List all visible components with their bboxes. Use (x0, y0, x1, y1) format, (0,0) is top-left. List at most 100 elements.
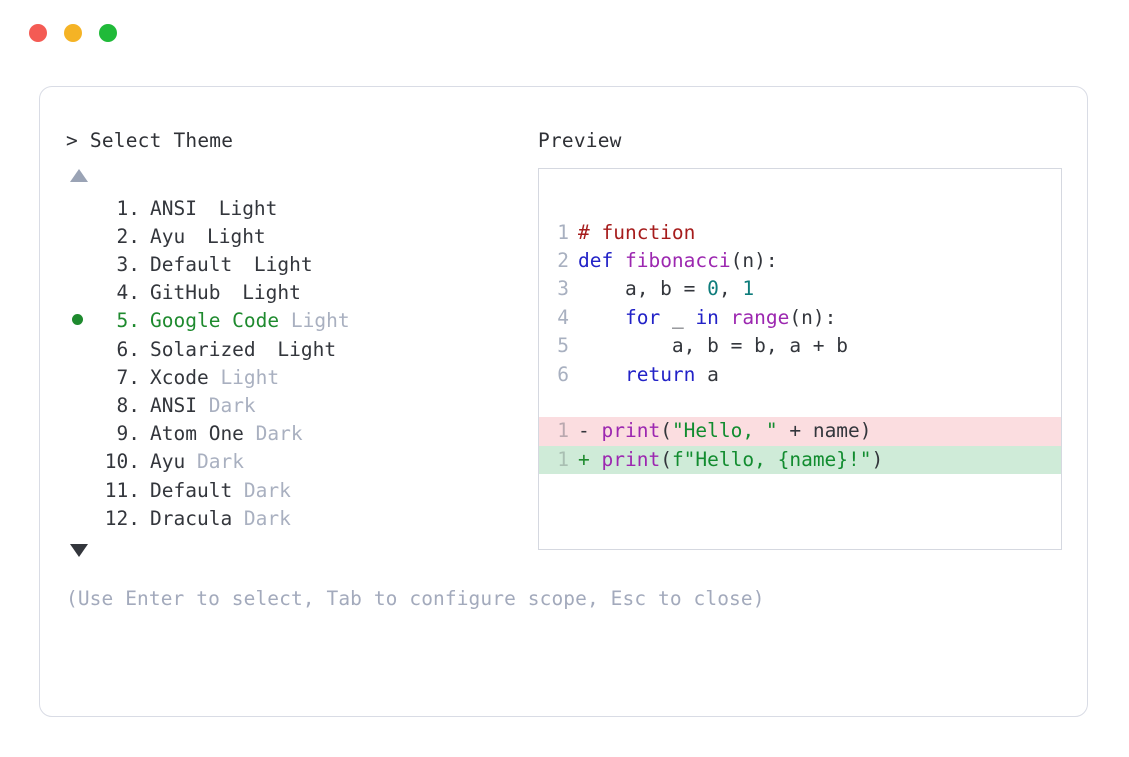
theme-item-variant: Light (265, 337, 337, 361)
theme-item-name: Default (150, 252, 233, 276)
theme-item-index: 4. (116, 281, 140, 305)
code-line-text: def fibonacci(n): (578, 247, 778, 275)
theme-item-index: 8. (116, 393, 140, 417)
code-token-keyword: in (695, 305, 719, 329)
code-token-keyword: for (624, 305, 661, 329)
theme-item-variant: Dark (243, 422, 303, 446)
theme-item-index: 1. (116, 196, 140, 220)
theme-item-index: 6. (116, 337, 140, 361)
line-number: 5 (557, 334, 569, 358)
theme-item-variant: Light (195, 224, 266, 248)
theme-item-index: 3. (116, 252, 140, 276)
code-token-builtin: print (601, 447, 661, 471)
theme-item-variant: Light (206, 196, 278, 220)
code-token-keyword: def (578, 248, 625, 272)
theme-item-name: Ayu (150, 450, 186, 474)
window-titlebar (0, 0, 1129, 66)
theme-item-name: GitHub (150, 281, 221, 305)
code-token-number: 0 (707, 277, 719, 301)
code-line: 3 a, b = 0, 1 (539, 275, 1061, 303)
line-number: 2 (557, 248, 569, 272)
code-token-plain (578, 363, 625, 386)
theme-list-item[interactable]: 6. Solarized Light (66, 336, 536, 364)
theme-item-index: 9. (116, 422, 140, 446)
code-token-plain: a (695, 362, 719, 386)
theme-list-item[interactable]: 11.Default Dark (66, 477, 536, 505)
code-token-plain: ( (660, 447, 672, 471)
code-token-plain: , (718, 277, 743, 301)
code-token-plain: _ (660, 305, 696, 329)
theme-item-index: 5. (116, 309, 140, 333)
code-token-plain: + name) (777, 419, 872, 443)
code-token-func: fibonacci (624, 248, 731, 272)
theme-item-name: Solarized (150, 337, 256, 361)
theme-list-item[interactable]: 1.ANSI Light (66, 195, 536, 223)
code-line-text: return a (578, 361, 719, 389)
theme-item-name: Google Code (150, 309, 280, 333)
code-line-text: - print("Hello, " + name) (578, 417, 872, 445)
triangle-up-icon[interactable] (70, 168, 88, 182)
theme-item-variant: Dark (232, 506, 291, 530)
code-line-text: # function (578, 219, 695, 247)
code-token-string: "Hello, " (671, 419, 778, 443)
keyboard-hint: (Use Enter to select, Tab to configure s… (66, 586, 765, 610)
theme-item-name: Dracula (150, 506, 233, 530)
minimize-button-icon[interactable] (64, 24, 82, 42)
line-number: 3 (557, 277, 569, 301)
line-number: 6 (557, 362, 569, 386)
theme-list-item[interactable]: 2. Ayu Light (66, 223, 536, 251)
code-token-marker-add: + (578, 447, 602, 471)
theme-item-index: 10. (104, 450, 140, 474)
theme-item-variant: Dark (196, 393, 256, 417)
code-token-plain (719, 306, 731, 329)
theme-item-variant: Dark (185, 450, 244, 474)
theme-item-name: Ayu (150, 224, 186, 248)
theme-list-item[interactable]: 7.Xcode Light (66, 364, 536, 392)
theme-list-item[interactable]: 9.Atom One Dark (66, 420, 536, 448)
theme-item-index: 11. (104, 478, 140, 502)
triangle-down-icon[interactable] (70, 543, 88, 557)
close-button-icon[interactable] (29, 24, 47, 42)
code-token-marker-del: - (578, 419, 602, 443)
theme-list-item[interactable]: 5.Google Code Light (66, 307, 536, 335)
prompt-label: > Select Theme (66, 129, 234, 152)
line-number: 1 (557, 419, 569, 443)
theme-item-name: ANSI (150, 393, 197, 417)
code-line-text: for _ in range(n): (578, 304, 836, 332)
code-line-text: a, b = b, a + b (578, 332, 848, 360)
theme-item-index: 2. (116, 224, 140, 248)
theme-item-name: Xcode (150, 365, 209, 389)
theme-item-variant: Light (208, 365, 280, 389)
code-token-string: f"Hello, {name}!" (671, 447, 872, 471)
code-line: 5 a, b = b, a + b (539, 332, 1061, 360)
code-line-text: + print(f"Hello, {name}!") (578, 446, 883, 474)
code-token-plain (578, 306, 625, 329)
code-line: 2 def fibonacci(n): (539, 247, 1061, 275)
theme-item-index: 12. (104, 506, 140, 530)
line-number: 1 (557, 220, 569, 244)
traffic-light-group (29, 24, 117, 42)
code-token-plain: a, b = b, a + b (578, 334, 849, 358)
code-line: 6 return a (539, 361, 1061, 389)
code-token-plain: (n): (789, 305, 837, 329)
theme-item-variant: Light (230, 281, 301, 305)
theme-list-item[interactable]: 3. Default Light (66, 251, 536, 279)
theme-item-variant: Light (242, 252, 313, 276)
selection-bullet-icon (72, 314, 83, 326)
theme-item-name: Default (150, 478, 233, 502)
theme-list-item[interactable]: 8. ANSI Dark (66, 392, 536, 420)
code-token-number: 1 (742, 277, 755, 301)
theme-list-item[interactable]: 4. GitHub Light (66, 279, 536, 307)
theme-list-item[interactable]: 12. Dracula Dark (66, 505, 536, 533)
theme-list-item[interactable]: 10. Ayu Dark (66, 448, 536, 476)
code-token-plain: ) (871, 447, 884, 471)
zoom-button-icon[interactable] (99, 24, 117, 42)
